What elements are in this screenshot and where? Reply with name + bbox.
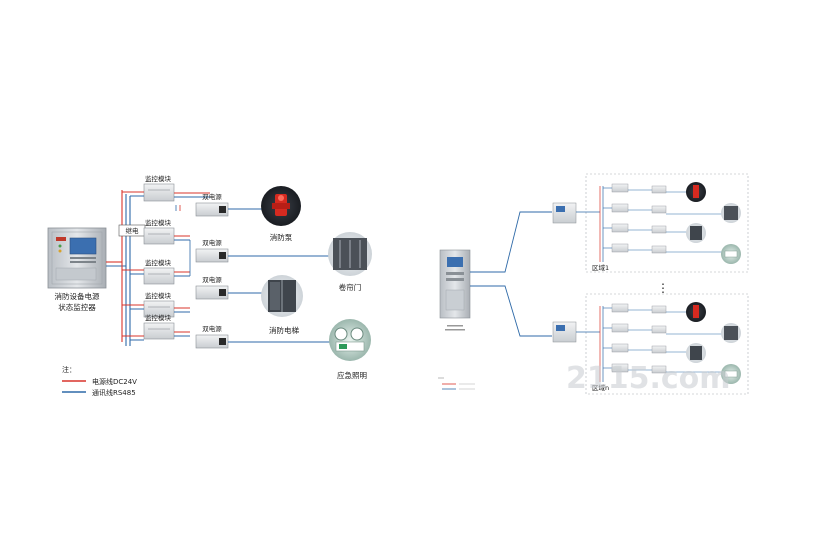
watermark: 2115.com: [566, 361, 731, 396]
zone-links: [470, 211, 552, 337]
zone-n-frame: [585, 293, 749, 395]
sensor-label: 双电源: [202, 238, 222, 247]
main-device-label-1: 消防设备电源: [55, 291, 100, 301]
main-monitor-device: 消防设备电源 状态监控器: [47, 227, 107, 312]
device-pump-label: 消防泵: [270, 232, 293, 242]
sensor-label: 双电源: [202, 192, 222, 201]
trunk-lines: [106, 190, 131, 346]
zone-1: 区域1: [552, 173, 749, 273]
module-row-1: 监控模块 双电源: [122, 174, 262, 217]
relay-label: 继电: [126, 226, 140, 235]
monitor-screen: [69, 237, 97, 255]
device-rolling-door: 卷帘门: [328, 232, 372, 292]
mini-legend: [438, 377, 475, 390]
left-diagram: 消防设备电源 状态监控器 继电 监控模块 双电源: [47, 174, 372, 397]
right-diagram: 区域1 ⋮: [438, 173, 749, 396]
zones-ellipsis: ⋮: [657, 281, 669, 295]
legend: 注： 电源线DC24V 通讯线RS485: [62, 365, 137, 397]
zone-1-label: 区域1: [592, 263, 609, 272]
monitor-module: [143, 322, 175, 340]
module-row-2: 监控模块 双电源: [143, 218, 330, 263]
monitor-module: [143, 227, 175, 245]
module-label: 监控模块: [145, 174, 172, 183]
module-row-3: 监控模块 双电源: [122, 240, 262, 300]
main-device-label-2: 状态监控器: [58, 302, 96, 312]
monitor-module: [143, 183, 175, 202]
zone-n-label: 区域n: [592, 383, 609, 392]
device-fire-pump: 消防泵: [261, 186, 301, 242]
device-lighting-label: 应急照明: [337, 370, 367, 380]
legend-title: 注：: [62, 365, 76, 374]
relay-box: 继电: [118, 224, 146, 237]
sensor-label: 双电源: [202, 275, 222, 284]
module-label: 监控模块: [145, 258, 172, 267]
monitor-module: [143, 267, 175, 285]
device-elevator-label: 消防电梯: [269, 325, 299, 335]
device-emergency-lighting: 应急照明: [329, 319, 371, 380]
legend-power-label: 电源线DC24V: [92, 377, 137, 386]
module-label: 监控模块: [145, 218, 172, 227]
central-cabinet: [439, 249, 471, 331]
module-label: 监控模块: [145, 291, 172, 300]
device-fire-elevator: 消防电梯: [261, 275, 303, 335]
device-door-label: 卷帘门: [339, 282, 362, 292]
legend-comm-label: 通讯线RS485: [92, 388, 136, 397]
sensor-label: 双电源: [202, 324, 222, 333]
zone-1-frame: [585, 173, 749, 273]
module-row-4: 监控模块: [122, 291, 190, 318]
zone-n: 区域n: [552, 293, 749, 395]
module-row-5: 监控模块 双电源: [122, 313, 330, 349]
module-label: 监控模块: [145, 313, 172, 322]
